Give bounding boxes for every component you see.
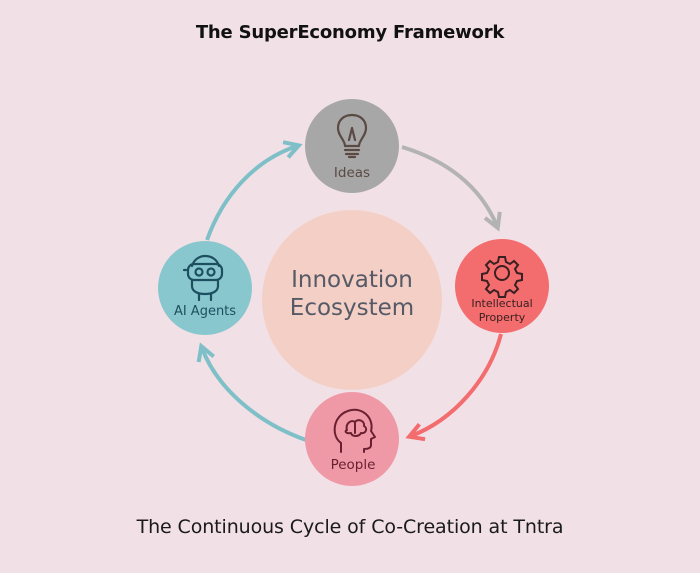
node-people-label: People: [331, 457, 376, 473]
gear-icon: [481, 256, 523, 298]
center-circle: [262, 210, 442, 390]
arrow-agents-to-ideas: [205, 140, 303, 241]
diagram-caption: The Continuous Cycle of Co-Creation at T…: [136, 516, 564, 538]
node-ip-label-line1: Intellectual: [471, 297, 532, 310]
arrow-ip-to-people: [405, 333, 503, 442]
node-ideas: Ideas: [305, 99, 399, 193]
arrow-ideas-to-ip: [401, 145, 502, 232]
lightbulb-icon: [336, 113, 368, 159]
node-ai-agents-label: AI Agents: [174, 304, 236, 319]
node-people: People: [305, 392, 399, 486]
node-intellectual-property: Intellectual Property: [455, 239, 549, 333]
center-title-line2: Ecosystem: [290, 295, 414, 321]
robot-icon: [182, 254, 224, 302]
arrow-people-to-agents: [196, 342, 307, 442]
head-brain-icon: [333, 408, 376, 453]
diagram-title: The SuperEconomy Framework: [195, 22, 505, 43]
node-ip-label-line2: Property: [479, 311, 526, 324]
node-ai-agents: AI Agents: [158, 241, 252, 335]
node-ideas-label: Ideas: [334, 165, 370, 181]
center-title-line1: Innovation: [291, 267, 413, 293]
